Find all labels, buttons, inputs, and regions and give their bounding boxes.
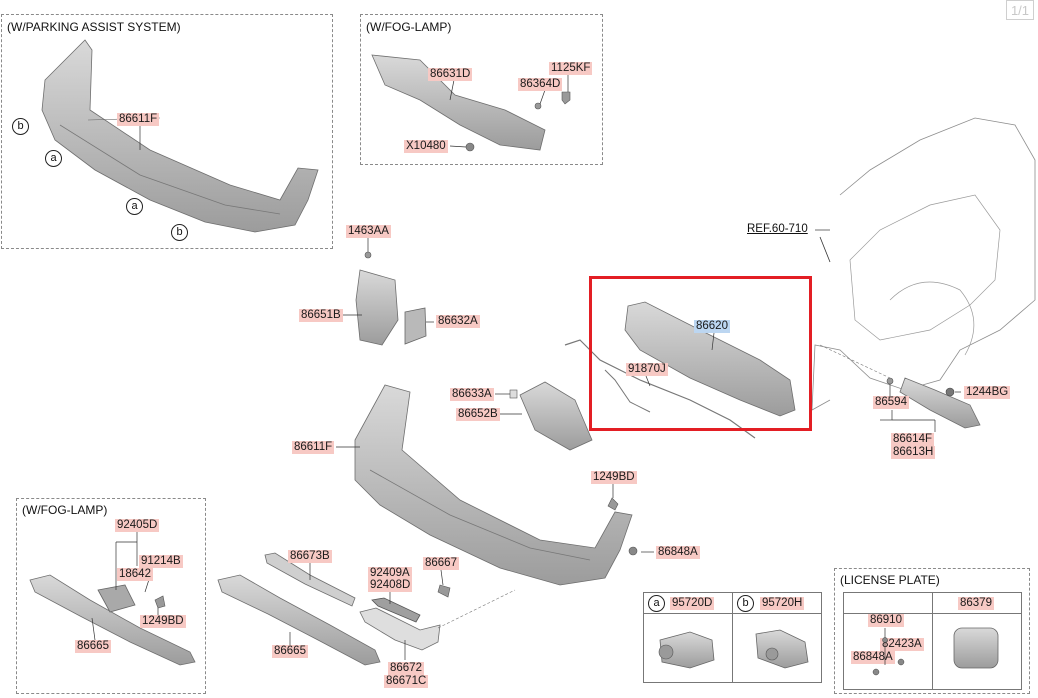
bumper-beam-86620 [624,301,796,417]
part-label-86652b[interactable]: 86652B [456,408,500,421]
part-label-86611f[interactable]: 86611F [117,113,160,126]
reflector-strip [371,597,421,623]
part-label-86614f[interactable]: 86614F [891,433,935,446]
part-label-86848a[interactable]: 86848A [656,546,700,559]
part-label-86379[interactable]: 86379 [958,597,994,610]
group-title-fog-top: (W/FOG-LAMP) [366,20,452,34]
callout-a: a [126,198,143,215]
callout-b: b [737,595,754,612]
group-title-fog-bottom: (W/FOG-LAMP) [22,503,108,517]
part-label-1249bd[interactable]: 1249BD [140,615,186,628]
part-label-86667[interactable]: 86667 [423,557,459,570]
sensor-table-cell-b [732,613,822,683]
callout-a: a [648,595,665,612]
part-label-92409a[interactable]: 92409A [368,567,412,580]
part-label-86632a[interactable]: 86632A [436,315,480,328]
part-label-86673b[interactable]: 86673B [288,550,332,563]
part-label-86651b[interactable]: 86651B [299,309,343,322]
group-title-license: (LICENSE PLATE) [840,573,940,587]
part-label-86672[interactable]: 86672 [388,662,424,675]
part-label-86848a[interactable]: 86848A [851,651,895,664]
part-label-18642[interactable]: 18642 [117,568,153,581]
side-cover-86652b [519,381,593,451]
part-label-1125kf[interactable]: 1125KF [549,62,593,75]
lower-garnish-fog [29,574,196,666]
part-label-86611f[interactable]: 86611F [292,441,335,454]
callout-b: b [12,118,29,135]
part-label-86665[interactable]: 86665 [272,645,308,658]
group-title-parking: (W/PARKING ASSIST SYSTEM) [7,20,181,34]
group-parking-assist [1,14,333,249]
part-label-1244bg[interactable]: 1244BG [964,386,1011,399]
sensor-table-cell-a [643,613,733,683]
part-label-95720h[interactable]: 95720H [760,597,805,610]
page-indicator: 1/1 [1006,0,1034,20]
bracket-86651b [355,269,399,346]
part-label-95720d[interactable]: 95720D [670,597,715,610]
part-label-1249bd[interactable]: 1249BD [591,471,637,484]
selected-part-highlight [589,276,812,431]
side-bracket-86614f [899,377,981,429]
group-fog-lamp-top [360,14,603,165]
part-label-82423a[interactable]: 82423A [880,638,924,651]
part-label-x10480[interactable]: X10480 [404,140,448,153]
part-label-86613h[interactable]: 86613H [891,446,936,459]
lower-garnish-86665 [217,574,381,666]
part-label-86620-selected[interactable]: 86620 [694,320,730,333]
bumper-cover-parking [41,39,319,233]
vehicle-body-outline [811,117,1036,411]
license-table-header [843,592,1022,614]
fog-lamp-bracket-top [371,54,546,151]
part-label-86594[interactable]: 86594 [873,396,909,409]
reference-link[interactable]: REF.60-710 [747,223,808,235]
cap-86632a [404,307,427,345]
part-label-91870j[interactable]: 91870J [626,363,668,376]
part-label-86910[interactable]: 86910 [868,614,904,627]
part-label-1463aa[interactable]: 1463AA [346,225,391,238]
callout-a: a [45,150,62,167]
part-label-86633a[interactable]: 86633A [450,388,494,401]
wiring-harness-91870j [564,339,756,439]
part-label-86665[interactable]: 86665 [75,640,111,653]
part-label-91214b[interactable]: 91214B [139,555,183,568]
part-label-86671c[interactable]: 86671C [384,675,429,688]
part-label-86364d[interactable]: 86364D [518,78,563,91]
part-label-92408d[interactable]: 92408D [368,579,413,592]
group-license-plate [834,568,1030,694]
group-fog-lamp-bottom [16,498,206,694]
bumper-cover-main [354,384,633,586]
callout-b: b [171,224,188,241]
part-label-86631d[interactable]: 86631D [428,68,473,81]
part-label-92405d[interactable]: 92405D [115,519,160,532]
reflector-86672 [359,607,441,651]
